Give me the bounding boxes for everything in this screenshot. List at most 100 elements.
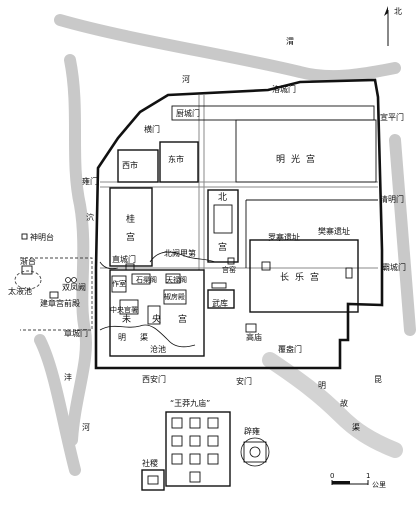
label-dongshi: 东市 [168,154,184,164]
jianzhang-front-hall [49,291,59,299]
gui-palace-block [109,187,153,267]
label-xishi: 西市 [122,160,138,170]
jue-river [64,54,92,446]
label-cangchi: 沧池 [150,344,166,354]
tianlu-ge [165,273,181,284]
label-shuangfeng: 双凤阙 [62,283,86,292]
label-bei: 北 [218,192,227,203]
river-label-gu: 故 [340,398,348,408]
label-gongyao: 宫窑 [222,265,236,274]
river-label-feng-he: 河 [82,422,90,432]
label-mingqu: 明 [118,333,126,342]
label-gui: 桂 [126,213,135,225]
river-label-jue: 泬 [86,213,94,222]
sheji-inner [147,475,159,485]
changle-frame [245,199,378,268]
shuangfeng-que-2 [71,277,77,283]
bei-palace-inner [213,204,233,234]
scale-zero: 0 [330,472,334,480]
east-stream [389,134,416,336]
river-label-wei-he: 河 [182,74,190,84]
label-wuku: 武库 [212,298,228,308]
gate-fuang: 覆盎门 [278,344,302,354]
label-jianzhang: 建章宫前殿 [40,298,80,308]
label-weiyang-2: 央 [152,313,161,325]
road-w-e-1 [100,181,378,188]
label-sheji: 社稷 [142,458,158,468]
changle-palace-block [249,239,359,313]
taiye-pool [14,270,42,290]
label-tianlu: 天禄阁 [166,275,187,284]
shuangfeng-que-1 [65,277,71,283]
city-wall [94,78,384,370]
scale-bar [331,480,369,485]
gate-luocheng: 洛城门 [272,84,296,94]
gate-qingming: 清明门 [380,194,404,204]
gate-heng: 横门 [144,124,160,134]
label-mingqu-2: 渠 [140,332,148,342]
label-gui-2: 宫 [126,231,135,243]
shenmingtai-mark [21,233,28,240]
zuoshi [111,275,127,293]
sheji-block [141,469,165,491]
label-biyong: 辟雍 [244,426,260,436]
label-jiaofang: 椒房殿 [164,292,185,301]
label-mingguang: 明光宫 [276,153,321,165]
river-label-qu: 渠 [352,422,360,432]
mingguang-block [235,119,377,183]
north-arrow [384,6,389,46]
gaomiao-block [245,323,257,333]
bei-palace-block [207,189,239,263]
label-taiye: 太液池 [8,286,32,296]
changle-inner [261,261,271,271]
upper-band [171,105,375,121]
label-bei-2: 宫 [218,241,227,253]
biyong-structure [240,437,270,467]
jiantai-mark [21,265,33,275]
shiqu-ge [131,273,151,285]
gate-yong: 雍门 [82,176,98,186]
zhicheng-gate-mark [125,263,135,271]
label-shenmingtai: 神明台 [30,232,54,242]
label-luozhai: 罗寨遗址 [268,232,300,242]
gate-zhang: 章城门 [64,328,88,338]
weiyang-palace-block [109,269,205,357]
zhongyang-guanshu [119,299,139,315]
wuku-inner [211,282,227,289]
wangmang-temple-grid [171,417,219,483]
changle-inner-2 [345,267,353,279]
label-gaomiao: 高庙 [246,332,262,342]
label-fanzhai: 樊寨遗址 [318,226,350,236]
gate-zhicheng: 直城门 [112,254,136,264]
label-jiantai: 渐台 [20,256,36,266]
label-weiyang: 未 [122,313,131,325]
north-canal [149,251,216,263]
gate-an: 安门 [236,376,252,386]
label-beique: 北阙甲第 [164,248,196,258]
gate-bacheng: 霸城门 [382,262,406,272]
label-wangmang: “王莽九庙” [170,398,210,408]
gate-chucheng: 厨城门 [176,108,200,118]
scale-unit: 公里 [372,481,386,489]
river-label-feng: 沣 [64,372,72,382]
river-label-wei: 渭 [286,36,294,46]
label-shiqu: 石渠阁 [136,275,157,284]
west-canal [99,261,119,270]
label-zuoshi: 作室 [112,279,126,288]
river-label-kunming-2: 明 [318,381,326,390]
feng-river [34,334,81,476]
wuku-block [207,289,235,309]
gate-xuanping: 宣平门 [380,112,404,122]
dong-shi-block [159,141,199,183]
wei-river [54,14,401,83]
label-zhongyang: 中央官署 [110,305,138,314]
scale-one: 1 [366,472,370,480]
jianzhang-wall [20,257,93,331]
kunming-canal [262,352,403,458]
north-label: 北 [394,7,402,16]
wangmang-temples-outer [165,411,231,487]
gate-xian: 西安门 [142,374,166,384]
gongyao-mark [227,257,235,265]
mingqu-canal [99,324,196,348]
